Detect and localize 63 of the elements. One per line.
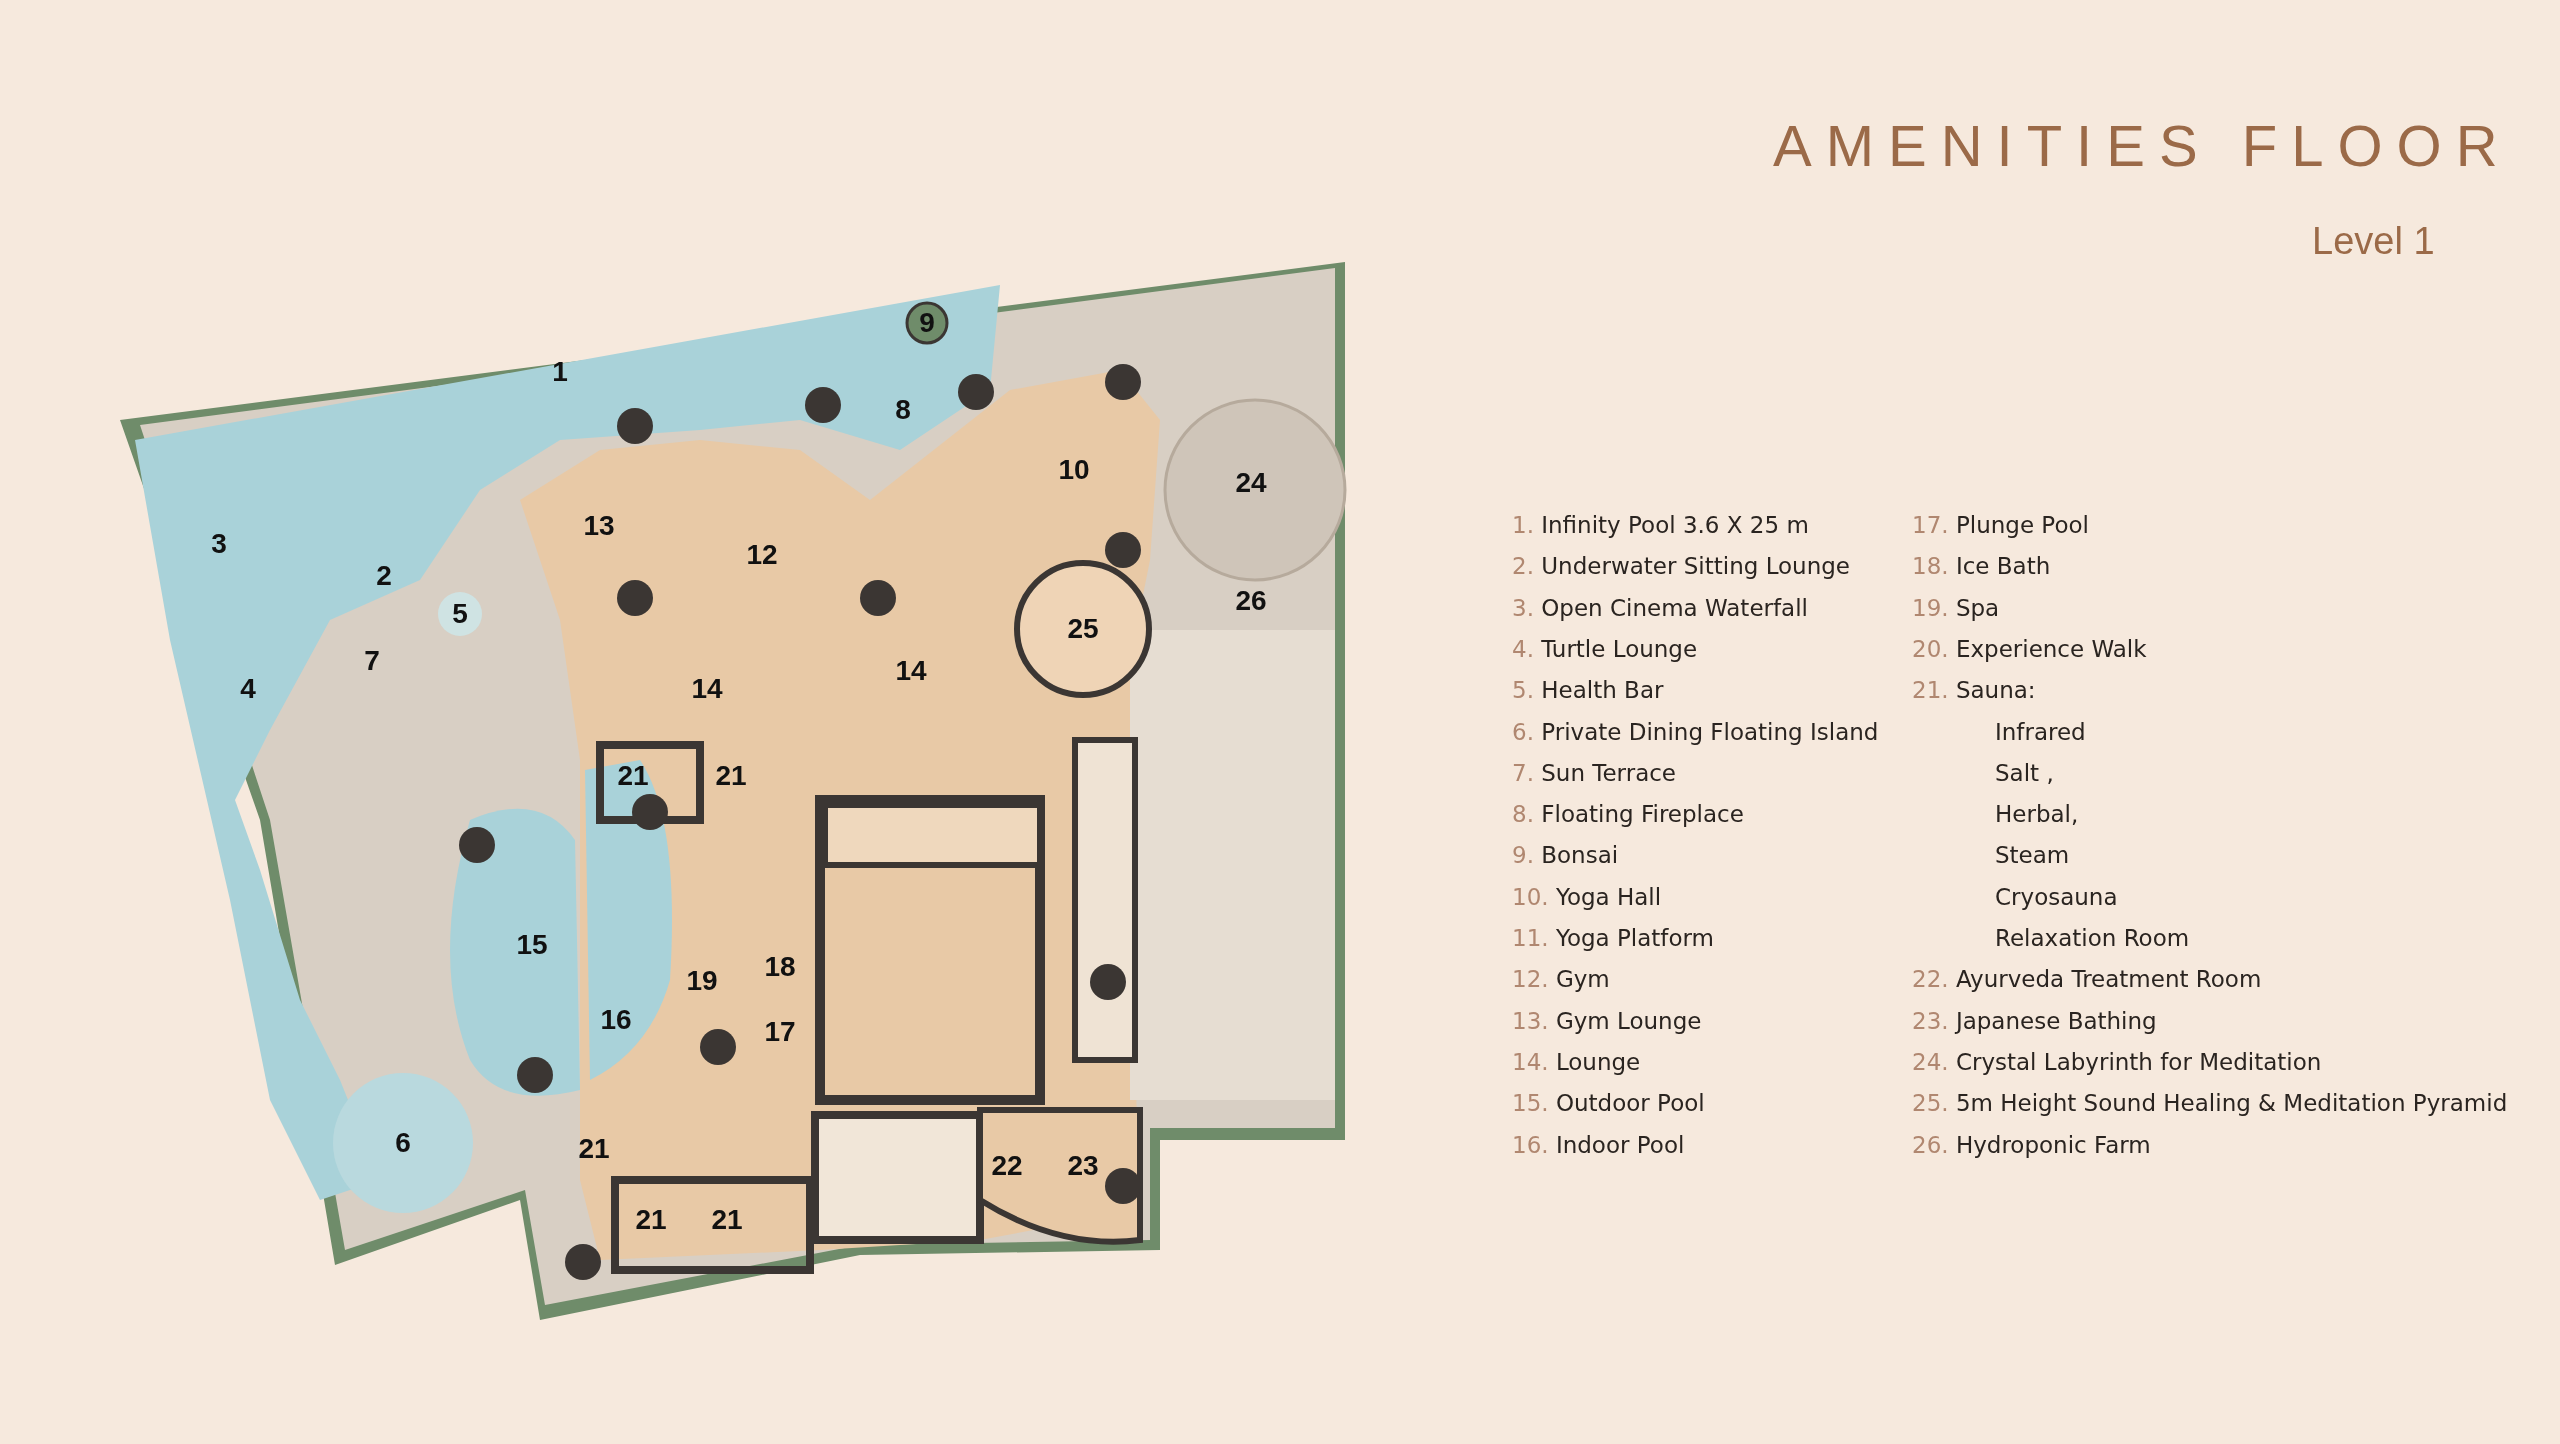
- legend-item: 3. Open Cinema Waterfall: [1512, 594, 1808, 623]
- legend-item: 21. Sauna:: [1912, 677, 2036, 705]
- legend-item: Relaxation Room: [1995, 925, 2190, 953]
- callout-number: 15: [516, 931, 548, 959]
- legend-item: Infrared: [1995, 718, 2086, 747]
- callout-number: 13: [583, 512, 615, 540]
- legend-item: 5. Health Bar: [1512, 677, 1664, 705]
- legend-item: 25. 5m Height Sound Healing & Meditation Pyramid: [1912, 1090, 2508, 1118]
- legend-item: Cryosauna: [1995, 883, 2118, 912]
- legend-item: 13. Gym Lounge: [1512, 1007, 1702, 1036]
- callout-number: 21: [635, 1206, 667, 1234]
- legend-item: 23. Japanese Bathing: [1912, 1007, 2157, 1036]
- legend-item: 12. Gym: [1512, 966, 1610, 994]
- callout-number: 9: [919, 309, 935, 337]
- legend-item: 4. Turtle Lounge: [1512, 635, 1698, 664]
- callout-number: 24: [1235, 469, 1267, 497]
- legend-item: 15. Outdoor Pool: [1512, 1090, 1705, 1118]
- callout-number: 19: [686, 967, 718, 995]
- legend-item: 18. Ice Bath: [1912, 553, 2051, 581]
- callout-number: 3: [211, 530, 227, 558]
- callout-number: 6: [395, 1129, 411, 1157]
- callout-number: 25: [1067, 615, 1099, 643]
- legend-item: 14. Lounge: [1512, 1048, 1641, 1077]
- callout-number: 18: [764, 953, 796, 981]
- callout-number: 10: [1058, 456, 1090, 484]
- callout-number: 21: [711, 1206, 743, 1234]
- callout-number: 23: [1067, 1152, 1099, 1180]
- callout-number: 16: [600, 1006, 632, 1034]
- legend-item: 17. Plunge Pool: [1912, 512, 2089, 540]
- legend-item: Steam: [1995, 842, 2070, 870]
- page-title: AMENITIES FLOOR: [1773, 112, 2512, 179]
- legend-item: 7. Sun Terrace: [1512, 759, 1677, 788]
- callout-number: 21: [715, 762, 747, 790]
- legend-item: 20. Experience Walk: [1912, 635, 2147, 664]
- legend-item: 26. Hydroponic Farm: [1912, 1131, 2151, 1160]
- legend-item: 24. Crystal Labyrinth for Meditation: [1912, 1048, 2322, 1077]
- legend-item: 11. Yoga Platform: [1512, 925, 1714, 953]
- legend-item: Salt ,: [1995, 759, 2054, 788]
- callout-number: 5: [452, 600, 468, 628]
- callout-number: 17: [764, 1018, 796, 1046]
- legend-item: 22. Ayurveda Treatment Room: [1912, 966, 2262, 994]
- callout-number: 7: [364, 647, 380, 675]
- callout-number: 26: [1235, 587, 1267, 615]
- callout-number: 1: [552, 358, 568, 386]
- legend-item: 8. Floating Fireplace: [1512, 801, 1744, 829]
- callout-number: 12: [746, 541, 778, 569]
- callout-number: 8: [895, 396, 911, 424]
- callout-number: 14: [895, 657, 927, 685]
- legend-item: 19. Spa: [1912, 594, 2000, 623]
- callout-number: 14: [691, 675, 723, 703]
- callout-number: 2: [376, 562, 392, 590]
- legend-item: 1. Infinity Pool 3.6 X 25 m: [1512, 512, 1809, 540]
- legend-item: 9. Bonsai: [1512, 842, 1619, 870]
- legend-item: 2. Underwater Sitting Lounge: [1512, 553, 1850, 581]
- level-subtitle: Level 1: [2312, 220, 2435, 263]
- legend-item: Herbal,: [1995, 801, 2079, 829]
- callout-number: 21: [578, 1135, 610, 1163]
- legend-item: 16. Indoor Pool: [1512, 1131, 1685, 1160]
- legend-item: 10. Yoga Hall: [1512, 883, 1662, 912]
- legend-item: 6. Private Dining Floating Island: [1512, 718, 1879, 747]
- callout-number: 22: [991, 1152, 1023, 1180]
- callout-number: 4: [240, 675, 256, 703]
- callout-number: 21: [617, 762, 649, 790]
